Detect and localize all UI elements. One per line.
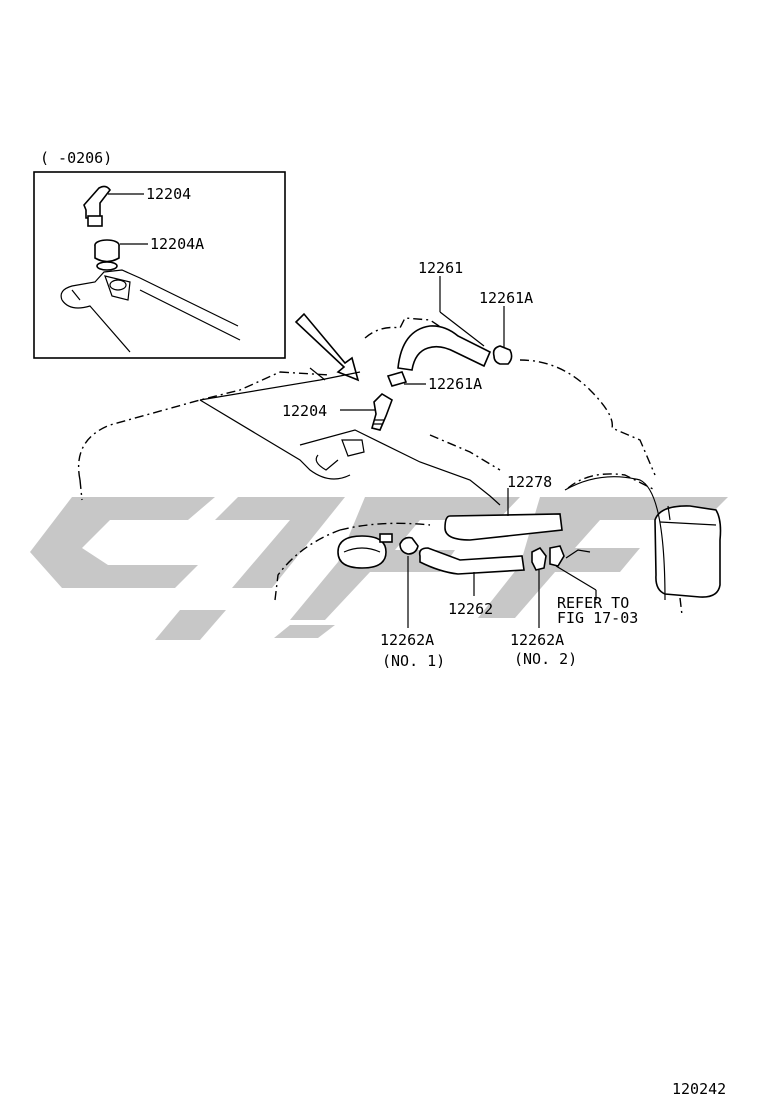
- label-12278: 12278: [507, 473, 552, 491]
- figure-number: 120242: [672, 1080, 726, 1098]
- hose-12261-icon: [397, 325, 492, 371]
- label-12262A-no1-note: (NO. 1): [382, 652, 445, 670]
- clamp-12262A-no1-icon: [399, 536, 419, 555]
- connector-icon: [549, 545, 565, 567]
- filler-cap-icon: [337, 535, 387, 569]
- clamp-12262A-no2-icon: [531, 546, 547, 571]
- grommet-body-icon: [94, 245, 120, 263]
- leader-lines: [340, 276, 597, 628]
- clamp-12262A-no1-pin-icon: [379, 533, 393, 543]
- inset-box: ( -0206) 12204 12204A: [33, 149, 286, 359]
- hose-12262-icon: [418, 547, 525, 575]
- label-12262: 12262: [448, 600, 493, 618]
- label-12262A-no1: 12262A: [380, 631, 434, 649]
- grommet-bottom-icon: [96, 261, 118, 271]
- reservoir-icon: [654, 505, 722, 598]
- pcv-valve-icon: [83, 185, 111, 219]
- pcv-valve-base-icon: [87, 215, 103, 227]
- label-12262A-no2: 12262A: [510, 631, 564, 649]
- clamp-12261A-top-icon: [492, 345, 513, 365]
- inset-hole: [109, 279, 127, 291]
- label-12261: 12261: [418, 259, 463, 277]
- label-12204-main: 12204: [282, 402, 327, 420]
- clamp-12261A-mid-icon: [386, 371, 408, 387]
- direction-arrow-icon: [294, 312, 360, 382]
- label-12204A-inset: 12204A: [150, 235, 204, 253]
- engine-outline: [78, 317, 722, 616]
- label-12261A-top: 12261A: [479, 289, 533, 307]
- pcv-valve-main-icon: [371, 392, 393, 431]
- hose-12278-icon: [444, 513, 563, 541]
- label-12262A-no2-note: (NO. 2): [514, 650, 577, 668]
- inset-cover-side: [61, 299, 131, 353]
- label-refer-line2: FIG 17-03: [557, 609, 638, 627]
- label-12204-inset: 12204: [146, 185, 191, 203]
- inset-cover-edge: [60, 269, 239, 327]
- label-refer-line1: REFER TO: [557, 594, 629, 612]
- label-12261A-mid: 12261A: [428, 375, 482, 393]
- inset-date-range: ( -0206): [40, 149, 112, 167]
- inset-rib: [71, 289, 241, 341]
